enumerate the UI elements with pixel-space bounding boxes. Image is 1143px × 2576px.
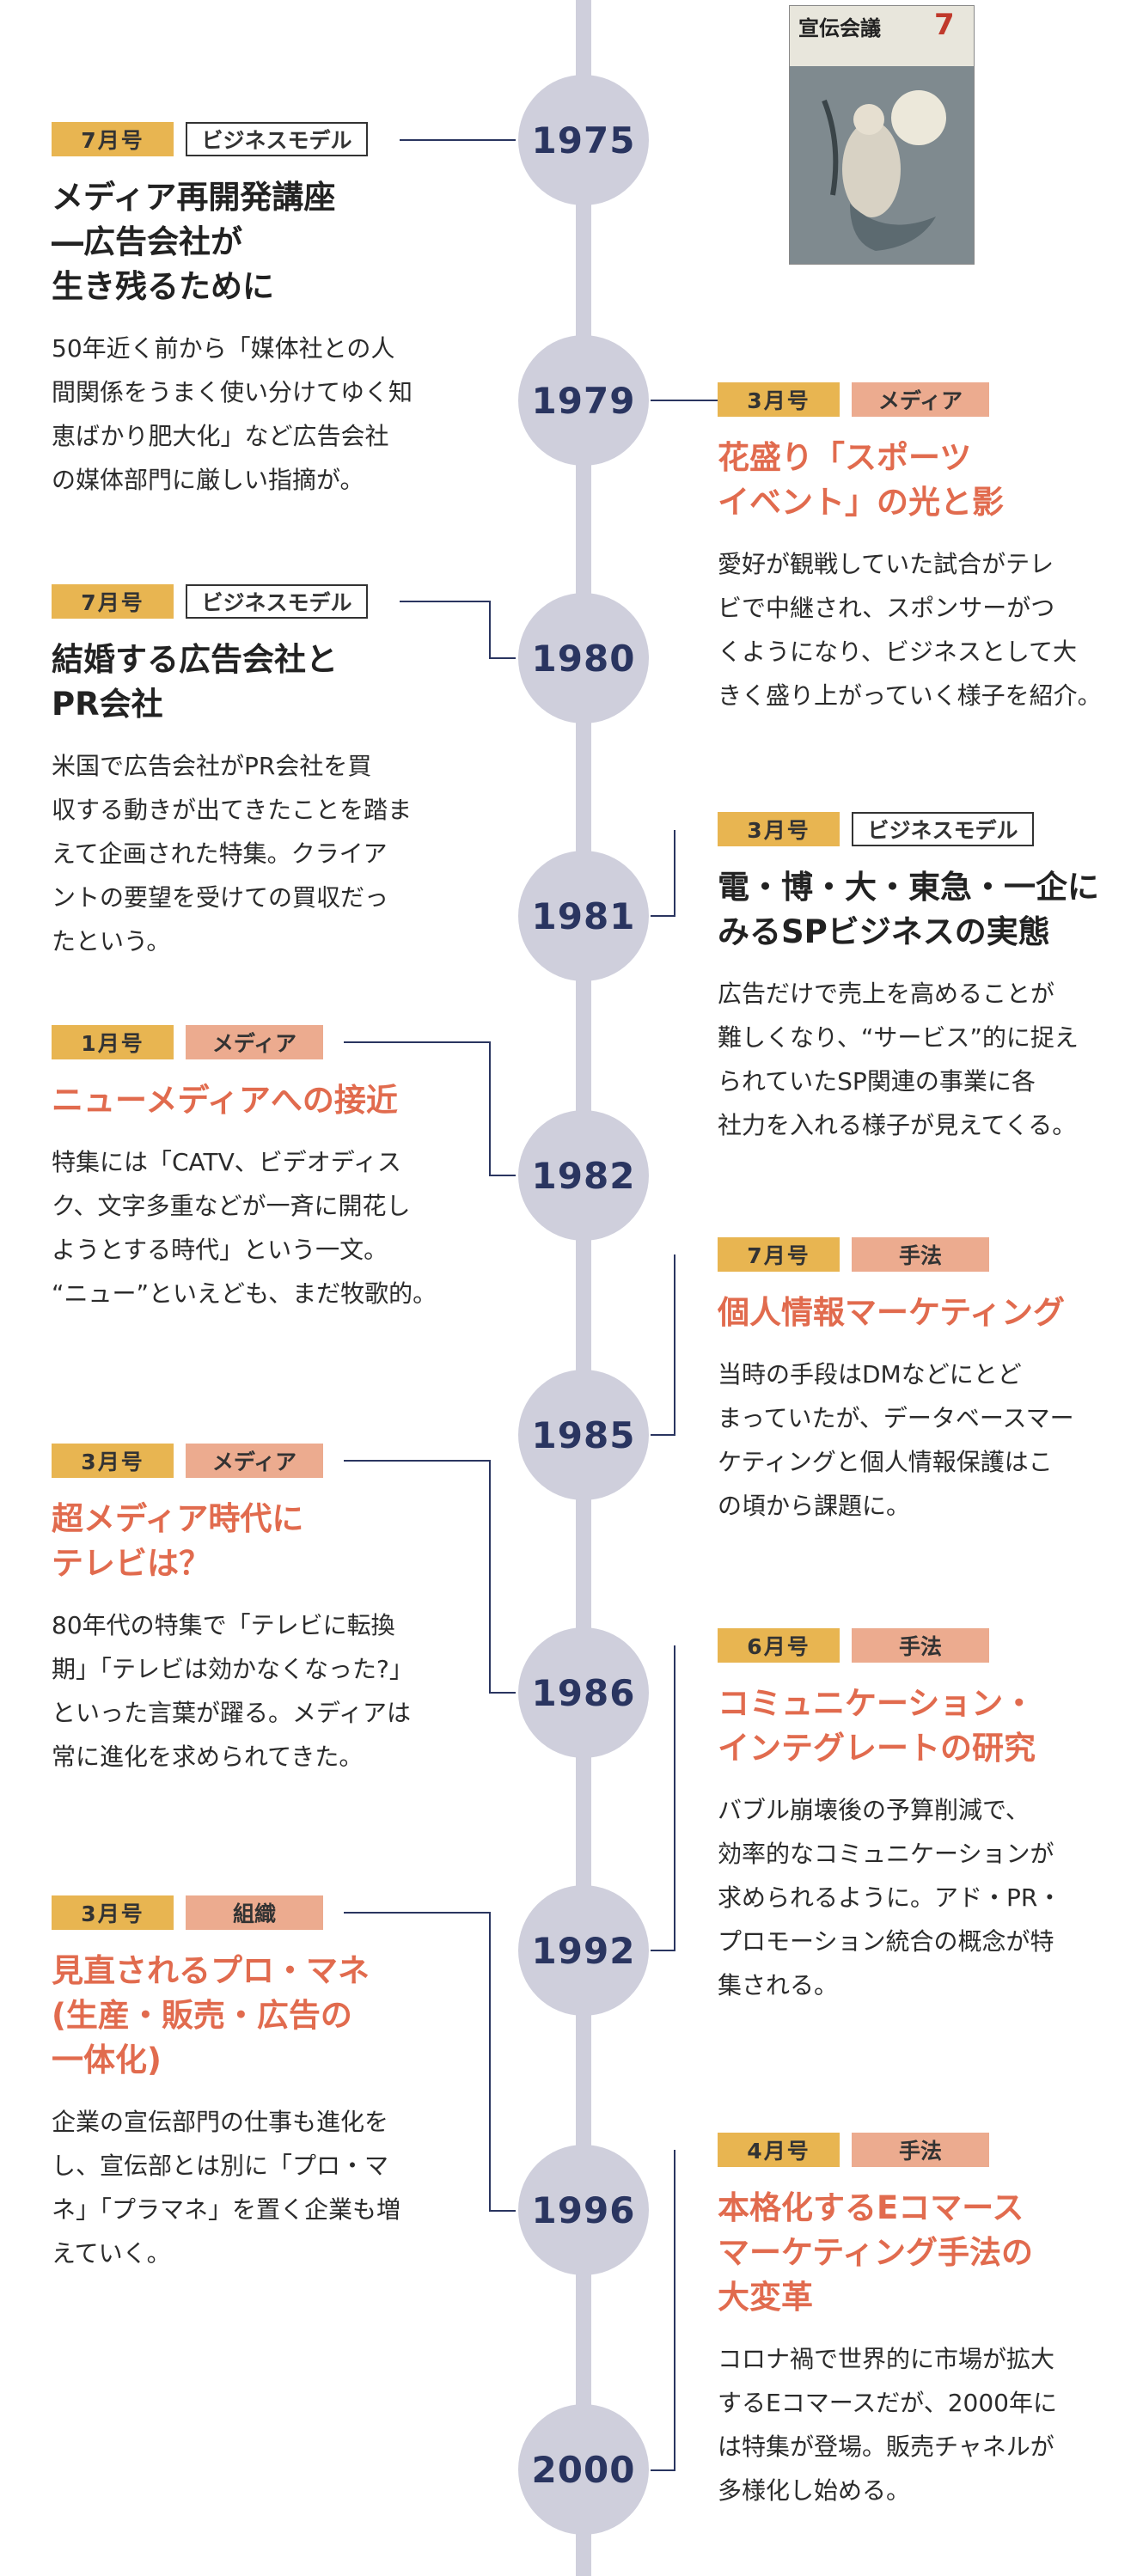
connector-1980 xyxy=(400,601,516,659)
connector-1996 xyxy=(344,1912,516,2212)
month-tag: 3月号 xyxy=(718,382,840,417)
year-marker-1980: 1980 xyxy=(518,593,649,723)
year-marker-1986: 1986 xyxy=(518,1627,649,1758)
entry-1986: 3月号 メディア 超メディア時代に テレビは？ 80年代の特集で「テレビに転換 … xyxy=(52,1444,481,1779)
entry-body: 広告だけで売上を高めることが 難しくなり、“サービス”的に捉え られていたSP関… xyxy=(718,980,1079,1139)
connector-2000 xyxy=(651,2150,675,2471)
category-tag: ビジネスモデル xyxy=(186,584,368,619)
category-tag: メディア xyxy=(186,1025,323,1059)
entry-body: 愛好が観戦していた試合がテレ ビで中継され、スポンサーがつ くようになり、ビジネ… xyxy=(718,550,1102,710)
entry-title: 見直されるプロ・マネ (生産・販売・広告の 一体化) xyxy=(52,1952,370,2079)
year-marker-1981: 1981 xyxy=(518,851,649,981)
month-tag: 7月号 xyxy=(52,584,174,619)
magazine-cover-image: 宣伝会議 7 xyxy=(789,5,975,265)
entry-title: 電・博・大・東急・一企に みるSPビジネスの実態 xyxy=(718,869,1099,950)
year-marker-1985: 1985 xyxy=(518,1370,649,1500)
connector-1982 xyxy=(344,1041,516,1176)
entry-title: 個人情報マーケティング xyxy=(718,1294,1066,1331)
category-tag: 手法 xyxy=(852,1237,989,1272)
month-tag: 6月号 xyxy=(718,1628,840,1663)
year-marker-1979: 1979 xyxy=(518,335,649,466)
category-tag: メディア xyxy=(186,1444,323,1478)
month-tag: 3月号 xyxy=(52,1895,174,1930)
entry-body: 80年代の特集で「テレビに転換 期」「テレビは効かなくなった?」 といった言葉が… xyxy=(52,1611,413,1771)
entry-1982: 1月号 メディア ニューメディアへの接近 特集には「CATV、ビデオディス ク、… xyxy=(52,1025,481,1315)
entry-body: 米国で広告会社がPR会社を買 収する動きが出てきたことを踏ま えて企画された特集… xyxy=(52,752,413,955)
entry-1981: 3月号 ビジネスモデル 電・博・大・東急・一企に みるSPビジネスの実態 広告だ… xyxy=(718,812,1143,1147)
connector-1985 xyxy=(651,1254,675,1436)
cover-logo: 宣伝会議 xyxy=(798,16,881,40)
cover-issue-number: 7 xyxy=(934,8,955,42)
cover-illustration xyxy=(790,66,974,264)
month-tag: 3月号 xyxy=(718,812,840,846)
entry-title: 結婚する広告会社と PR会社 xyxy=(52,641,338,723)
category-tag: 組織 xyxy=(186,1895,323,1930)
entry-1985: 7月号 手法 個人情報マーケティング 当時の手段はDMなどにとど まっていたが、… xyxy=(718,1237,1143,1528)
category-tag: 手法 xyxy=(852,2133,989,2167)
category-tag: メディア xyxy=(852,382,989,417)
year-marker-1996: 1996 xyxy=(518,2145,649,2275)
year-marker-1992: 1992 xyxy=(518,1885,649,2016)
month-tag: 7月号 xyxy=(718,1237,840,1272)
connector-1992 xyxy=(651,1645,675,1951)
entry-1975: 7月号 ビジネスモデル メディア再開発講座 ―広告会社が 生き残るために 50年… xyxy=(52,122,481,502)
month-tag: 4月号 xyxy=(718,2133,840,2167)
entry-title: 超メディア時代に テレビは？ xyxy=(52,1500,304,1582)
connector-1986 xyxy=(344,1460,516,1694)
entry-1979: 3月号 メディア 花盛り「スポーツ イベント」の光と影 愛好が観戦していた試合が… xyxy=(718,382,1143,717)
entry-title: ニューメディアへの接近 xyxy=(52,1082,398,1119)
category-tag: ビジネスモデル xyxy=(852,812,1034,846)
month-tag: 1月号 xyxy=(52,1025,174,1059)
entry-title: コミュニケーション・ インテグレートの研究 xyxy=(718,1685,1036,1767)
entry-body: 50年近く前から「媒体社との人 間関係をうまく使い分けてゆく知 恵ばかり肥大化」… xyxy=(52,334,413,494)
year-marker-1982: 1982 xyxy=(518,1110,649,1241)
category-tag: 手法 xyxy=(852,1628,989,1663)
year-marker-1975: 1975 xyxy=(518,75,649,205)
entry-1996: 3月号 組織 見直されるプロ・マネ (生産・販売・広告の 一体化) 企業の宣伝部… xyxy=(52,1895,481,2275)
category-tag: ビジネスモデル xyxy=(186,122,368,156)
month-tag: 3月号 xyxy=(52,1444,174,1478)
entry-body: 当時の手段はDMなどにとど まっていたが、データベースマー ケティングと個人情報… xyxy=(718,1360,1074,1520)
entry-body: 特集には「CATV、ビデオディス ク、文字多重などが一斉に開花し ようとする時代… xyxy=(52,1148,437,1308)
entry-body: バブル崩壊後の予算削減で、 効率的なコミュニケーションが 求められるように。アド… xyxy=(718,1796,1062,1999)
entry-title: 本格化するEコマース マーケティング手法の 大変革 xyxy=(718,2189,1034,2316)
month-tag: 7月号 xyxy=(52,122,174,156)
year-marker-2000: 2000 xyxy=(518,2404,649,2535)
entry-title: メディア再開発講座 ―広告会社が 生き残るために xyxy=(52,179,336,305)
entry-1992: 6月号 手法 コミュニケーション・ インテグレートの研究 バブル崩壊後の予算削減… xyxy=(718,1628,1143,2007)
entry-2000: 4月号 手法 本格化するEコマース マーケティング手法の 大変革 コロナ禍で世界… xyxy=(718,2133,1143,2512)
entry-body: コロナ禍で世界的に市場が拡大 するEコマースだが、2000年に は特集が登場。販… xyxy=(718,2345,1057,2505)
entry-1980: 7月号 ビジネスモデル 結婚する広告会社と PR会社 米国で広告会社がPR会社を… xyxy=(52,584,481,963)
entry-body: 企業の宣伝部門の仕事も進化を し、宣伝部とは別に「プロ・マ ネ」「プラマネ」を置… xyxy=(52,2108,401,2268)
entry-title: 花盛り「スポーツ イベント」の光と影 xyxy=(718,439,1004,521)
connector-1981 xyxy=(651,830,675,917)
